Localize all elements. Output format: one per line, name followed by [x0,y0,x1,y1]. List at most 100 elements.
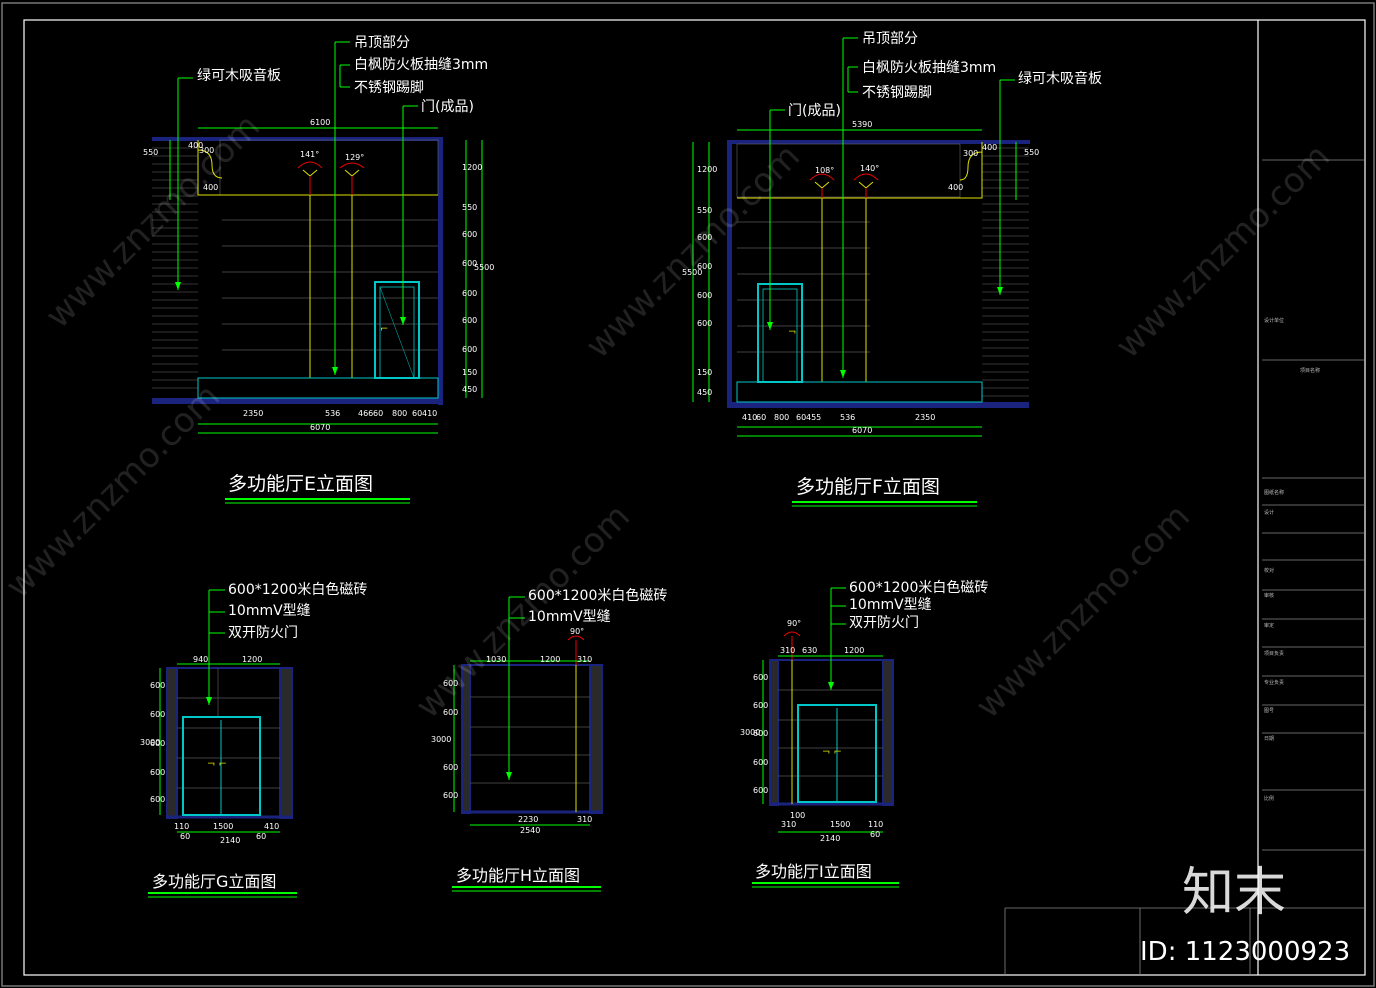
elevation-f-title: 多功能厅F立面图 [796,476,940,498]
elev-f-skirting [736,381,983,403]
label-joint: 10mmV型缝 [228,603,311,619]
dim-top: 630 [802,646,817,655]
dim-right: 550 [1024,148,1039,157]
elev-f-wall-left [727,140,732,408]
label-door: 双开防火门 [849,615,919,631]
dim-left-total: 3000 [431,735,451,744]
watermark-text: www.znzmo.com [968,496,1198,726]
watermark-brand-logo: 知末 [1182,863,1286,923]
elev-e-acoustic-panel [152,140,198,395]
elev-i-wall-left [769,659,779,806]
elev-e-door-inner [379,286,415,379]
dim-bottom: 536 [325,409,340,418]
label-tile: 600*1200米白色磁砖 [849,579,988,596]
dim-bottom: 410 [422,409,437,418]
dim-left: 1200 [697,165,717,174]
leader-arrow [840,370,846,378]
leader-arrow [767,322,773,330]
dim-left: 600 [150,795,165,804]
elev-e-wall-top [152,137,440,141]
door-handle-icon: ¬ ⌐ [822,747,842,758]
dim-bottom: 410 [264,822,279,831]
leader-arrow [997,287,1003,295]
dim-bottom: 110 [174,822,189,831]
leader-arrow [400,317,406,325]
leader-arrow [175,282,181,290]
tb-approve: 审定 [1264,622,1274,629]
tb-check: 校对 [1264,567,1274,574]
elev-f-floor [727,402,1029,408]
dim-right: 600 [462,345,477,354]
label-tile: 600*1200米白色磁砖 [528,587,667,604]
dim-right: 600 [462,289,477,298]
dim-bottom: 536 [840,413,855,422]
dim-bottom-total: 2540 [520,826,540,835]
label-joint: 10mmV型缝 [528,609,611,625]
elev-i-leaders [762,587,883,833]
elev-e-wall-right [438,137,443,405]
elev-f-acoustic-panel [982,142,1029,397]
dim-bottom: 60 [796,413,806,422]
label-ceiling: 吊顶部分 [862,31,918,47]
dim-left: 600 [150,681,165,690]
elevation-f: ¬ [682,31,1102,507]
dim-left: 400 [188,141,203,150]
elev-f-lamp-2 [853,173,879,198]
drawing-frame [23,19,1366,976]
tb-drawing-no: 图号 [1264,708,1274,714]
elev-f-leaders [692,37,1017,437]
elev-e-lamp-2 [339,162,365,195]
dim-bottom-total: 2140 [220,836,240,845]
title-block [1004,159,1365,975]
dim-right: 600 [462,230,477,239]
tb-drawing-name: 图纸名称 [1264,489,1284,496]
dim-right-total: 5500 [474,263,494,272]
elev-h-leaders [453,596,590,826]
elevation-i-title: 多功能厅I立面图 [755,862,872,881]
dim-left: 600 [697,291,712,300]
dim-right: 400 [948,183,963,192]
watermark-text: www.znzmo.com [0,376,228,606]
door-handle-icon: ⌐ [380,324,388,335]
label-door: 门(成品) [788,103,841,119]
dim-left: 600 [753,786,768,795]
dim-top: 5390 [852,120,872,129]
leader-arrow [332,367,338,375]
tb-project-lead: 项目负责 [1264,650,1284,657]
dim-left: 600 [150,768,165,777]
dim-angle-2: 129° [345,153,364,162]
dim-angle: 90° [787,619,801,628]
dim-left: 300 [199,146,214,155]
dim-right: 600 [462,259,477,268]
elev-g-wall-left [166,667,178,819]
label-panel: 白枫防火板抽缝3mm [354,57,488,73]
dim-bottom: 60 [256,832,266,841]
elev-h-tile-joints [470,696,590,784]
dim-bottom: 60 [756,413,766,422]
elev-f-panel-joints [737,221,870,353]
elev-h-wall-right [589,664,603,814]
dim-bottom: 466 [358,409,373,418]
dim-left: 600 [443,791,458,800]
elev-e-door-swing [379,286,415,379]
dim-bottom: 110 [868,820,883,829]
dim-left: 600 [753,701,768,710]
elev-g-tile-joints [177,668,280,789]
label-door: 双开防火门 [228,625,298,641]
dim-right: 1200 [462,163,482,172]
dim-top: 1200 [844,646,864,655]
dim-bottom: 60 [412,409,422,418]
dim-bottom: 2350 [915,413,935,422]
elev-f-door-inner [762,288,798,383]
dim-right: 400 [982,143,997,152]
elev-e-floor [152,398,442,404]
elevation-i: ¬ ⌐ 600*1200米白色磁砖 10mmV型缝 双开防火门 90° 310 … [740,579,988,888]
elev-e-skirting [197,377,439,399]
dim-left: 600 [697,233,712,242]
dim-left-total: 3000 [740,728,760,737]
elev-g-leaders [159,589,280,833]
label-door: 门(成品) [421,99,474,115]
dim-left: 600 [697,319,712,328]
dim-bottom: 455 [806,413,821,422]
